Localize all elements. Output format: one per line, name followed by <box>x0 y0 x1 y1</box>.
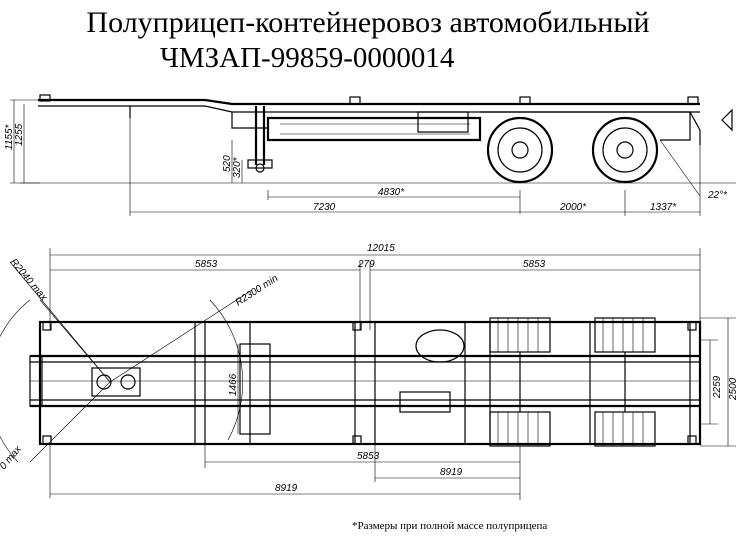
dim-line-5853-bottom <box>204 444 521 500</box>
dim-line-12015 <box>49 248 701 330</box>
twist-lock-top <box>687 435 697 445</box>
dim-5853-bottom: 5853 <box>357 451 380 462</box>
kingpin-hole <box>96 374 112 390</box>
footnote: *Размеры при полной массе полуприцепа <box>352 520 548 532</box>
wheel-top <box>489 317 551 353</box>
dim-5853-right: 5853 <box>523 259 546 270</box>
main-longitudinal-beams <box>30 354 700 408</box>
landing-gear-top <box>239 343 271 435</box>
twist-lock-top <box>687 321 697 331</box>
dim-r2040: R2040 max <box>8 257 50 304</box>
dim-line-2500 <box>700 317 736 447</box>
wheel-rear <box>591 116 659 184</box>
wheel-top <box>489 411 551 447</box>
beam-lines <box>280 123 470 135</box>
dim-r2300: R2300 min <box>234 273 281 309</box>
twist-lock <box>39 94 51 102</box>
dim-line-halves <box>50 262 700 330</box>
dim-2000: 2000* <box>559 202 587 213</box>
dim-lines-coupling <box>231 140 243 183</box>
dim-8919-a: 8919 <box>440 467 463 478</box>
toolbox <box>417 111 469 133</box>
swing-arc <box>0 299 31 463</box>
dim-lines-height <box>10 99 40 184</box>
twist-lock <box>349 96 361 105</box>
dim-520: 520 <box>222 155 233 172</box>
twist-lock-top <box>352 321 362 331</box>
dim-line-8919-b <box>49 444 520 498</box>
twist-lock-top <box>42 435 52 445</box>
swing-arc-inner <box>209 299 244 441</box>
dim-line-2259 <box>700 339 718 425</box>
rear-bumper <box>689 111 701 145</box>
tire-treads <box>497 318 644 446</box>
dim-1255: 1255 <box>14 123 25 146</box>
landing-gear-pad <box>255 163 265 173</box>
top-view: 12015 5853 279 5853 <box>0 243 736 500</box>
front-plate <box>29 355 43 407</box>
twist-lock-top <box>352 435 362 445</box>
gooseneck <box>231 112 268 129</box>
dim-line-7230 <box>129 118 520 216</box>
twist-lock <box>687 96 699 105</box>
radius-line-bottom <box>29 299 111 463</box>
inner-beam-lines <box>30 361 700 401</box>
twist-lock <box>519 96 531 105</box>
dim-1337: 1337* <box>650 202 677 213</box>
wheel-front <box>486 116 554 184</box>
dim-7230: 7230 <box>313 202 336 213</box>
radius-line-r2300 <box>109 289 253 383</box>
dim-2259: 2259 <box>712 375 723 399</box>
rear-frame <box>480 111 691 141</box>
direction-arrow-icon <box>721 108 733 132</box>
departure-angle-line <box>659 139 701 197</box>
dim-4830: 4830* <box>378 187 405 198</box>
dim-12015: 12015 <box>367 243 395 254</box>
wheel-top <box>594 317 656 353</box>
dim-angle: 22°* <box>707 190 728 201</box>
spare-wheel <box>415 329 465 363</box>
twist-lock-top <box>42 321 52 331</box>
kingpin-plate <box>91 367 141 397</box>
frame-top-rail <box>38 98 700 106</box>
axles <box>519 352 626 412</box>
frame-bottom-rail <box>38 105 700 113</box>
dim-320: 320* <box>232 156 243 178</box>
dim-line-2000 <box>520 190 626 216</box>
radius-line-r2040 <box>9 261 111 383</box>
dim-1466: 1466 <box>228 373 239 396</box>
side-view: 1155* 1255 520 320* 4830* 7230 2000* 133… <box>4 94 736 216</box>
dim-line-4830 <box>267 190 521 214</box>
dim-1155: 1155* <box>4 123 15 150</box>
dim-line-1337 <box>625 145 701 216</box>
dim-2500: 2500 <box>728 377 736 401</box>
outer-frame <box>38 320 702 446</box>
dim-279: 279 <box>357 259 375 270</box>
dim-8919-b: 8919 <box>275 483 298 494</box>
landing-gear-foot <box>247 159 273 169</box>
dim-r-bottom: 0 max <box>0 443 24 472</box>
main-beam <box>266 116 482 142</box>
kingpin-hole <box>120 374 136 390</box>
cross-members <box>194 322 691 444</box>
dim-5853-left: 5853 <box>195 259 218 270</box>
wheel-top <box>594 411 656 447</box>
title-line-1: Полуприцеп-контейнеровоз автомобильный <box>86 6 650 39</box>
landing-gear <box>254 106 266 165</box>
title-line-2: ЧМЗАП-99859-0000014 <box>160 42 455 74</box>
dim-line-8919-a <box>374 444 520 482</box>
air-tank <box>399 391 451 413</box>
